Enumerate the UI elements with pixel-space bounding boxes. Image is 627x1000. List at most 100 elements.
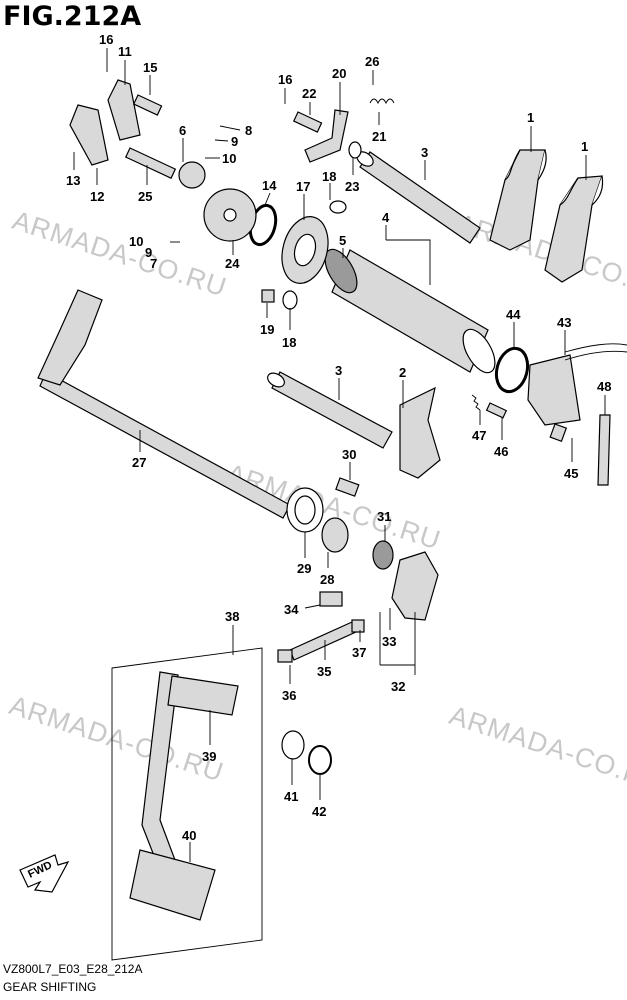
bushing-28[interactable] [321, 517, 349, 553]
bearing[interactable] [275, 211, 335, 288]
callout-21: 21 [372, 129, 386, 144]
callout-16b: 16 [278, 72, 292, 87]
gearshift-cam-drum[interactable] [319, 244, 502, 378]
spring-47[interactable] [471, 394, 481, 411]
callout-2: 2 [399, 365, 406, 380]
callout-28: 28 [320, 572, 334, 587]
return-spring[interactable] [286, 487, 324, 533]
callout-32: 32 [391, 679, 405, 694]
figure-title: FIG.212A [3, 1, 142, 32]
callout-9b: 9 [145, 245, 152, 260]
shift-fork-2[interactable] [399, 386, 441, 479]
gear-position-switch[interactable] [527, 343, 627, 426]
callout-25: 25 [138, 189, 152, 204]
callout-38: 38 [225, 609, 239, 624]
callout-4: 4 [382, 210, 390, 225]
callout-43: 43 [557, 315, 571, 330]
spring-21[interactable] [369, 98, 395, 105]
circlip-42[interactable] [308, 745, 332, 775]
callout-24: 24 [225, 256, 240, 271]
callout-37: 37 [352, 645, 366, 660]
bolt-34[interactable] [319, 591, 343, 607]
pin-15[interactable] [132, 94, 163, 116]
callout-20: 20 [332, 66, 346, 81]
stopper-plate-12[interactable] [69, 104, 109, 166]
callout-34: 34 [284, 602, 299, 617]
callout-14: 14 [262, 178, 277, 193]
shift-fork-1b[interactable] [544, 175, 604, 283]
callout-48: 48 [597, 379, 611, 394]
pin-22[interactable] [292, 111, 323, 133]
pin-46[interactable] [485, 402, 508, 419]
link-rod-35[interactable] [289, 621, 357, 661]
callout-3b: 3 [335, 363, 342, 378]
washer-41[interactable] [281, 730, 305, 760]
bolt-19[interactable] [261, 289, 275, 303]
callout-30: 30 [342, 447, 356, 462]
callout-13: 13 [66, 173, 80, 188]
callout-15: 15 [143, 60, 157, 75]
callout-46: 46 [494, 444, 508, 459]
nut-37[interactable] [351, 619, 365, 633]
callout-7: 7 [150, 256, 157, 271]
callout-47: 47 [472, 428, 486, 443]
callout-10a: 10 [222, 151, 236, 166]
callout-27: 27 [132, 455, 146, 470]
bolt-30[interactable] [335, 477, 360, 497]
gearshift-lever-arm[interactable] [391, 551, 439, 621]
callout-29: 29 [297, 561, 311, 576]
callout-31: 31 [377, 509, 391, 524]
callout-19: 19 [260, 322, 274, 337]
callout-1a: 1 [527, 110, 534, 125]
fork-shaft-upper[interactable] [354, 149, 481, 244]
bolt-25[interactable] [124, 147, 177, 179]
callout-3a: 3 [421, 145, 428, 160]
callout-18b: 18 [282, 335, 296, 350]
parts-layer: FWD [19, 79, 627, 961]
callout-26: 26 [365, 54, 379, 69]
gearshift-lever-box [111, 647, 263, 961]
callout-labels: 1 1 2 3 3 4 5 6 7 8 9 9 10 10 11 12 13 1… [66, 32, 611, 843]
callout-18a: 18 [322, 169, 336, 184]
stopper-plate-11[interactable] [107, 79, 141, 141]
figure-caption: GEAR SHIFTING [3, 980, 97, 994]
callout-40: 40 [182, 828, 196, 843]
callout-11: 11 [118, 44, 132, 59]
callout-6: 6 [179, 123, 186, 138]
callout-23: 23 [345, 179, 359, 194]
callout-9a: 9 [231, 134, 238, 149]
callout-17: 17 [296, 179, 310, 194]
footrest-rubber-40[interactable] [129, 849, 216, 921]
leader-lines [73, 48, 606, 862]
oil-seal-31[interactable] [372, 540, 394, 570]
callout-5: 5 [339, 233, 346, 248]
callout-10b: 10 [129, 234, 143, 249]
callout-42: 42 [312, 804, 326, 819]
fork-shaft-lower[interactable] [265, 370, 393, 449]
clamp-48[interactable] [597, 414, 611, 486]
cam-stopper[interactable] [178, 161, 206, 189]
o-ring-44[interactable] [492, 345, 532, 395]
callout-41: 41 [284, 789, 298, 804]
figure-code: VZ800L7_E03_E28_212A [3, 962, 143, 976]
washer-18-lower[interactable] [282, 290, 298, 310]
shift-fork-1a[interactable] [489, 149, 547, 251]
callout-35: 35 [317, 664, 331, 679]
callout-8: 8 [245, 123, 252, 138]
stopper-plate-20[interactable] [304, 109, 349, 163]
fwd-arrow-icon [19, 854, 70, 893]
callout-33: 33 [382, 634, 396, 649]
nut-36[interactable] [277, 649, 293, 663]
washer-18-upper[interactable] [329, 200, 347, 214]
callout-44: 44 [506, 307, 521, 322]
callout-45: 45 [564, 466, 578, 481]
gearshift-shaft[interactable] [37, 289, 291, 519]
callout-16a: 16 [99, 32, 113, 47]
cam-driven-gear[interactable] [203, 188, 257, 242]
callout-36: 36 [282, 688, 296, 703]
callout-1b: 1 [581, 139, 588, 154]
bolt-45[interactable] [549, 423, 568, 443]
washer-23[interactable] [348, 141, 362, 159]
callout-12: 12 [90, 189, 104, 204]
